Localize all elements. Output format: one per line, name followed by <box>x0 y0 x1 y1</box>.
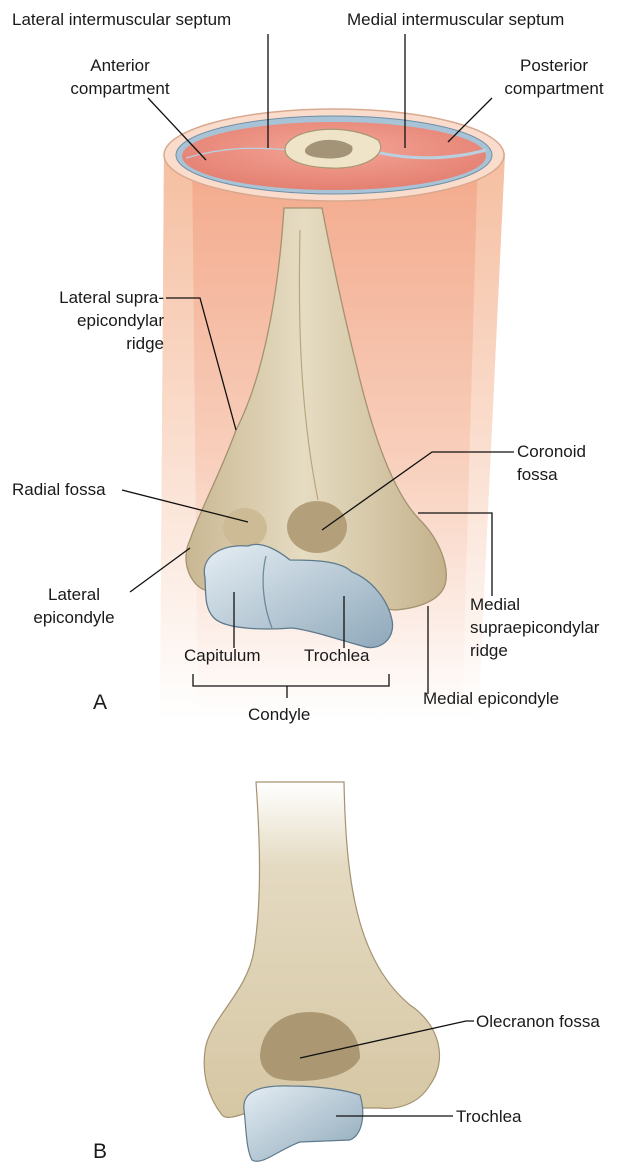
label-coronoid-fossa-line2: fossa <box>517 463 586 486</box>
label-lateral-supraepicondylar-ridge-line2: epicondylar <box>6 309 164 332</box>
label-lateral-epicondyle-line2: epicondyle <box>8 606 140 629</box>
label-lateral-supraepicondylar-ridge-line3: ridge <box>6 332 164 355</box>
label-capitulum: Capitulum <box>184 644 261 667</box>
label-posterior-compartment-line2: compartment <box>492 77 616 100</box>
humerus-posterior <box>204 782 439 1161</box>
label-trochlea-posterior: Trochlea <box>456 1105 522 1128</box>
label-lateral-epicondyle-line1: Lateral <box>8 583 140 606</box>
label-medial-supraepicondylar-ridge-line2: supraepicondylar <box>470 616 599 639</box>
panel-letter-b: B <box>93 1140 107 1164</box>
panel-letter-a: A <box>93 691 107 715</box>
label-condyle: Condyle <box>248 703 310 726</box>
label-posterior-compartment: Posterior compartment <box>492 54 616 100</box>
label-coronoid-fossa-line1: Coronoid <box>517 440 586 463</box>
label-anterior-compartment-line2: compartment <box>62 77 178 100</box>
label-posterior-compartment-line1: Posterior <box>492 54 616 77</box>
label-lateral-supraepicondylar-ridge: Lateral supra- epicondylar ridge <box>6 286 164 355</box>
label-anterior-compartment: Anterior compartment <box>62 54 178 100</box>
label-lateral-intermuscular-septum: Lateral intermuscular septum <box>12 8 231 31</box>
trochlea-posterior-cartilage <box>244 1086 363 1161</box>
label-anterior-compartment-line1: Anterior <box>62 54 178 77</box>
label-trochlea: Trochlea <box>304 644 370 667</box>
label-lateral-epicondyle: Lateral epicondyle <box>8 583 140 629</box>
label-medial-intermuscular-septum: Medial intermuscular septum <box>347 8 564 31</box>
arm-left-edge <box>160 153 198 720</box>
label-medial-supraepicondylar-ridge: Medial supraepicondylar ridge <box>470 593 599 662</box>
label-lateral-supraepicondylar-ridge-line1: Lateral supra- <box>6 286 164 309</box>
label-medial-supraepicondylar-ridge-line1: Medial <box>470 593 599 616</box>
label-medial-epicondyle: Medial epicondyle <box>423 687 559 710</box>
label-olecranon-fossa: Olecranon fossa <box>476 1010 600 1033</box>
label-radial-fossa: Radial fossa <box>12 478 106 501</box>
label-medial-supraepicondylar-ridge-line3: ridge <box>470 639 599 662</box>
coronoid-fossa-shape <box>287 501 347 553</box>
label-coronoid-fossa: Coronoid fossa <box>517 440 586 486</box>
radial-fossa-shape <box>223 508 267 548</box>
